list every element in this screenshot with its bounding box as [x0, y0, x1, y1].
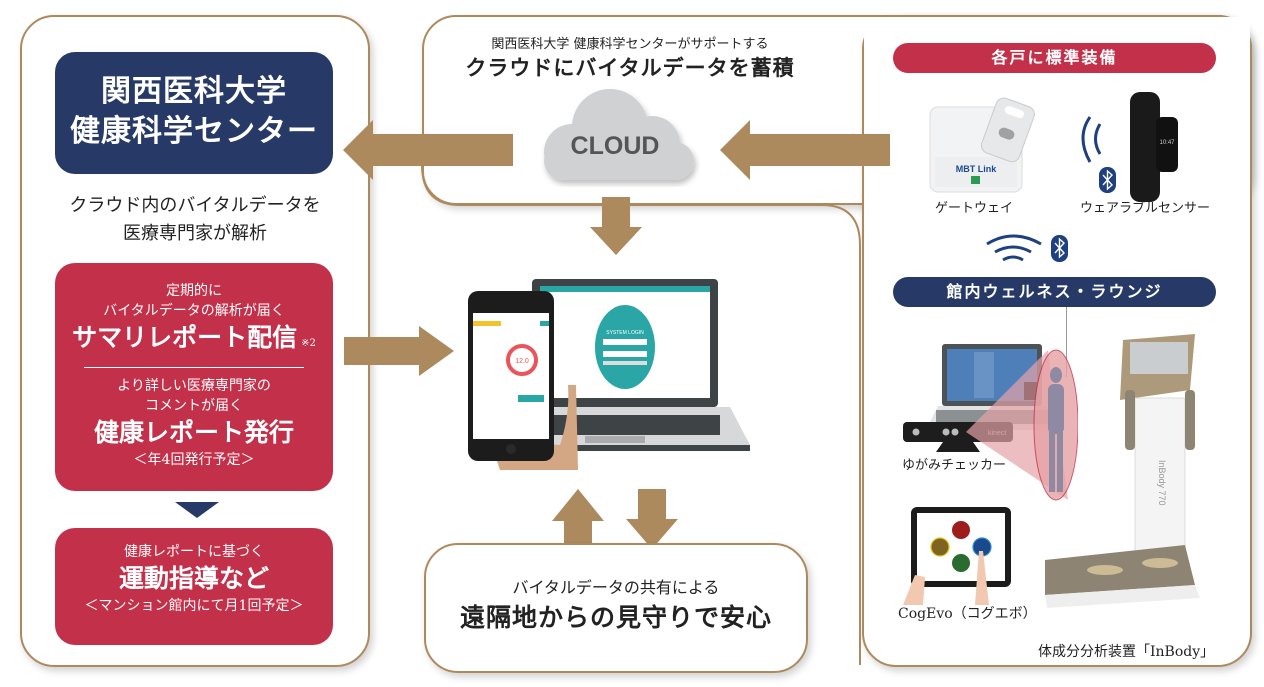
analysis-desc-line2: 医療専門家が解析 [123, 223, 267, 244]
inbody-device-illustration: InBody 770 [1045, 334, 1200, 608]
center-panel-outline [421, 165, 861, 665]
exercise-title: 運動指導など [118, 564, 269, 593]
university-center-box: 関西医科大学 健康科学センター [55, 52, 333, 174]
arrow-up-sharing-icon [552, 489, 604, 551]
footnote-marker: ※2 [301, 338, 316, 349]
phone-screen-value: 12.0 [515, 358, 529, 365]
sharing-title: 遠隔地からの見守りで安心 [459, 603, 772, 632]
report-sub3: より詳しい医療専門家の [117, 378, 271, 394]
report-divider [84, 367, 304, 368]
report-sub1: 定期的に [166, 283, 222, 299]
standard-equipment-pill: 各戸に標準装備 [893, 43, 1216, 73]
cloud-icon: CLOUD [544, 89, 694, 180]
report-sub2: バイタルデータの解析が届く [103, 303, 285, 319]
wifi-icon [986, 234, 1042, 262]
analysis-desc-line1: クラウド内のバイタルデータを [69, 195, 321, 216]
arrow-down-to-devices-icon [590, 197, 642, 255]
connector-line [1066, 307, 1067, 377]
remote-monitoring-text: バイタルデータの共有による 遠隔地からの見守りで安心 [424, 576, 808, 636]
report-delivery-box: 定期的に バイタルデータの解析が届く サマリレポート配信※2 より詳しい医療専門… [55, 263, 333, 491]
bluetooth-icon [1099, 167, 1116, 193]
gateway-device-illustration: MBT Link [929, 97, 1035, 193]
sharing-subtitle: バイタルデータの共有による [512, 578, 720, 597]
flow-down-triangle-icon [175, 502, 219, 518]
cloud-label: CLOUD [571, 132, 660, 160]
bluetooth-icon [1051, 235, 1068, 262]
wearable-sensor-illustration: 10:47 [1081, 92, 1178, 202]
gateway-brand-label: MBT Link [956, 164, 997, 174]
inbody-label: 体成分分析装置「InBody」 [1038, 644, 1215, 660]
report-sub4: コメントが届く [145, 398, 243, 414]
report-schedule: ＜年4回発行予定＞ [133, 452, 255, 468]
university-name: 関西医科大学 [101, 74, 287, 109]
cloud-title: クラウドにバイタルデータを蓄積 [465, 55, 795, 80]
exercise-schedule: ＜マンション館内にて月1回予定＞ [84, 598, 304, 614]
arrow-left-to-university-icon [343, 120, 513, 180]
scan-cone [966, 349, 1078, 501]
wifi-bluetooth-connection [986, 234, 1068, 262]
posture-checker-illustration: kinect [903, 344, 1078, 501]
exercise-sub: 健康レポートに基づく [124, 544, 264, 560]
cogevo-label: CogEvo（コグエボ） [898, 606, 1037, 622]
smartphone-icon: 12.0 [468, 291, 578, 470]
arrow-left-to-cloud-icon [720, 120, 890, 180]
cogevo-tablet-illustration [903, 507, 1011, 605]
summary-report-title: サマリレポート配信※2 [55, 321, 333, 361]
cloud-heading: 関西医科大学 健康科学センターがサポートする クラウドにバイタルデータを蓄積 [440, 36, 820, 82]
wearable-time-display: 10:47 [1159, 140, 1175, 146]
arrow-down-sharing-icon [626, 489, 678, 549]
summary-report-label: サマリレポート配信 [72, 323, 298, 352]
inbody-brand-label: InBody 770 [1157, 460, 1167, 506]
arrow-right-to-devices-icon [344, 326, 454, 376]
analysis-description: クラウド内のバイタルデータを 医療専門家が解析 [40, 192, 350, 248]
health-report-title: 健康レポート発行 [93, 418, 294, 447]
remote-monitoring-box [424, 543, 808, 673]
posture-checker-label: ゆがみチェッカー [902, 458, 1007, 473]
laptop-icon: SYSTEM LOGIN [500, 279, 750, 451]
wellness-lounge-pill: 館内ウェルネス・ラウンジ [893, 277, 1216, 307]
center-name: 健康科学センター [70, 114, 318, 149]
cloud-subtitle: 関西医科大学 健康科学センターがサポートする [491, 37, 769, 52]
laptop-and-phone-illustration: SYSTEM LOGIN 12.0 [468, 279, 750, 470]
wearable-label: ウェアラブルセンサー [1080, 201, 1211, 216]
exercise-guidance-box: 健康レポートに基づく 運動指導など ＜マンション館内にて月1回予定＞ [55, 528, 333, 645]
laptop-screen-title: SYSTEM LOGIN [606, 330, 644, 336]
gateway-label: ゲートウェイ [935, 201, 1014, 216]
fitness-band-icon: 10:47 [1130, 92, 1178, 202]
wireless-waves-icon [1081, 116, 1102, 163]
